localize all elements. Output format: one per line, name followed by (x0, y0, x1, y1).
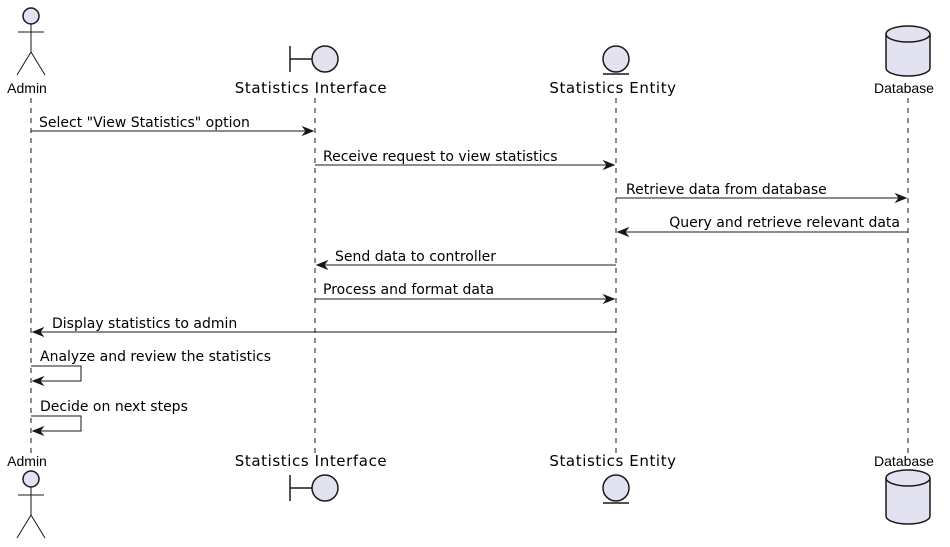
participant-database-bottom: Database (874, 453, 934, 525)
self-message-2: Decide on next steps (31, 399, 188, 437)
database-icon (885, 469, 931, 525)
participant-label: Statistics Interface (235, 79, 388, 97)
participant-statistics-entity-bottom: Statistics Entity (549, 452, 676, 504)
message-4: Query and retrieve relevant data (616, 215, 908, 238)
actor-icon (16, 7, 46, 76)
message-label: Receive request to view statistics (323, 149, 558, 165)
message-1: Select "View Statistics" option (31, 115, 315, 137)
message-6: Process and format data (315, 282, 616, 305)
message-2: Receive request to view statistics (315, 149, 616, 171)
message-label: Analyze and review the statistics (40, 349, 271, 365)
participant-database-top: Database (874, 25, 934, 96)
message-label: Process and format data (323, 282, 494, 298)
participant-admin-bottom: Admin (7, 453, 47, 539)
message-5: Send data to controller (315, 249, 616, 271)
participant-label: Statistics Entity (549, 79, 676, 97)
self-message-1: Analyze and review the statistics (31, 349, 271, 387)
participant-label: Statistics Interface (235, 452, 388, 470)
message-label: Retrieve data from database (626, 182, 827, 198)
participant-label: Statistics Entity (549, 452, 676, 470)
participant-statistics-entity-top: Statistics Entity (549, 45, 676, 97)
database-icon (885, 25, 931, 77)
participant-statistics-interface-bottom: Statistics Interface (235, 452, 388, 502)
actor-icon (16, 470, 46, 539)
message-3: Retrieve data from database (616, 182, 908, 204)
boundary-icon (289, 45, 339, 73)
participant-label: Database (874, 453, 934, 469)
message-label: Send data to controller (335, 249, 496, 265)
participant-label: Admin (7, 453, 47, 469)
message-label: Display statistics to admin (52, 316, 237, 332)
participant-statistics-interface-top: Statistics Interface (235, 45, 388, 97)
message-label: Select "View Statistics" option (39, 115, 250, 131)
participant-admin-top: Admin (7, 7, 47, 96)
boundary-icon (289, 474, 339, 502)
participant-label: Admin (7, 80, 47, 96)
entity-icon (602, 474, 630, 504)
message-7: Display statistics to admin (31, 316, 616, 338)
participant-label: Database (874, 80, 934, 96)
entity-icon (602, 45, 630, 75)
message-label: Query and retrieve relevant data (669, 215, 900, 231)
message-label: Decide on next steps (40, 399, 188, 415)
